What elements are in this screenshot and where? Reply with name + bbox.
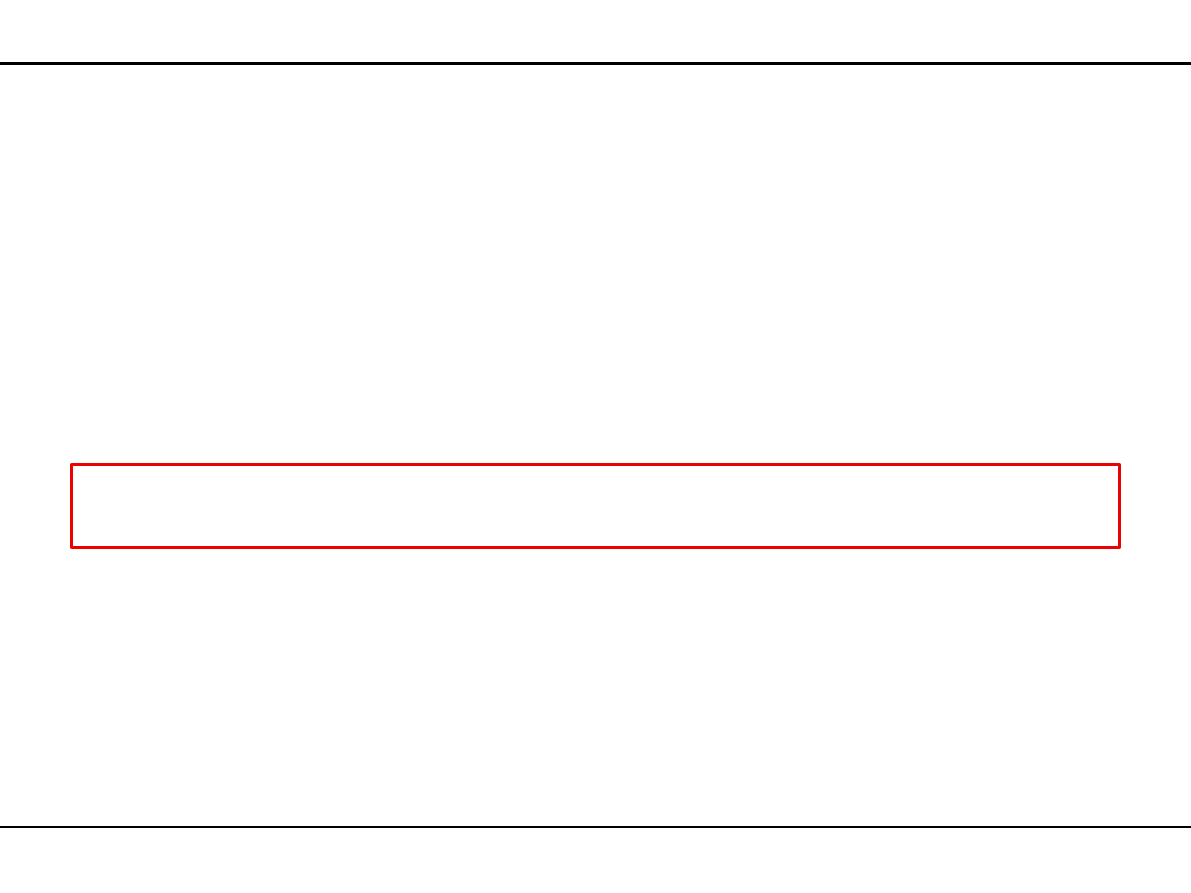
- top-divider-line: [0, 62, 1191, 65]
- bottom-divider-line: [0, 826, 1191, 828]
- highlight-box: [70, 463, 1121, 549]
